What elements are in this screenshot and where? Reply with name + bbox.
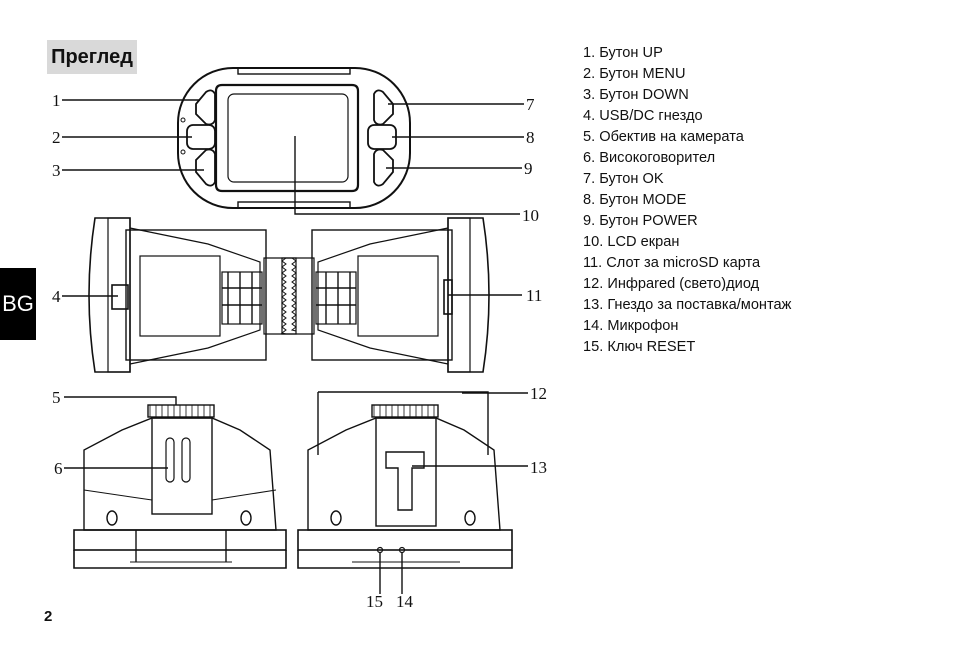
microphone <box>398 546 406 554</box>
down-button <box>195 148 216 187</box>
callout-labels: 1 2 3 4 5 6 7 8 9 10 11 12 13 14 15 <box>52 91 547 611</box>
language-tab: BG <box>0 268 36 340</box>
page-number: 2 <box>44 608 53 625</box>
power-button <box>373 148 394 187</box>
callout-9: 9 <box>524 159 533 178</box>
callout-3: 3 <box>52 161 61 180</box>
usb-port <box>111 284 129 310</box>
ok-button <box>373 89 394 126</box>
callout-12: 12 <box>530 384 547 403</box>
reset-key <box>376 546 384 554</box>
list-item: 6. Високоговорител <box>583 150 716 166</box>
microsd-slot <box>443 279 453 315</box>
callout-7: 7 <box>526 95 535 114</box>
callout-10: 10 <box>522 206 539 225</box>
list-item: 9. Бутон POWER <box>583 213 698 229</box>
side-view-left <box>62 217 297 373</box>
list-item: 12. Инфрared (свето)диод <box>583 276 760 292</box>
callout-15: 15 <box>366 592 383 611</box>
list-item: 7. Бутон OK <box>583 171 664 187</box>
front-view <box>62 67 524 215</box>
callout-1: 1 <box>52 91 61 110</box>
mount-socket <box>385 451 425 511</box>
list-item: 3. Бутон DOWN <box>583 87 689 103</box>
list-item: 8. Бутон MODE <box>583 192 687 208</box>
back-view-right <box>297 391 528 594</box>
callout-6: 6 <box>54 459 63 478</box>
side-view-right <box>280 217 522 373</box>
list-item: 1. Бутон UP <box>583 45 663 61</box>
list-item: 5. Обектив на камерата <box>583 129 744 145</box>
list-item: 2. Бутон MENU <box>583 66 686 82</box>
callout-4: 4 <box>52 287 61 306</box>
list-item: 14. Микрофон <box>583 318 679 334</box>
callout-5: 5 <box>52 388 61 407</box>
parts-list: 1. Бутон UP 2. Бутон MENU 3. Бутон DOWN … <box>583 43 791 358</box>
list-item: 11. Слот за microSD карта <box>583 255 761 271</box>
section-title: Преглед <box>47 40 137 74</box>
list-item: 10. LCD екран <box>583 234 680 250</box>
callout-11: 11 <box>526 286 542 305</box>
list-item: 4. USB/DC гнездо <box>583 108 703 124</box>
mode-button <box>367 124 397 150</box>
up-button <box>195 89 216 126</box>
callout-13: 13 <box>530 458 547 477</box>
speaker <box>165 437 175 483</box>
callout-14: 14 <box>396 592 414 611</box>
list-item: 13. Гнездо за поставка/монтаж <box>583 297 792 313</box>
callout-2: 2 <box>52 128 61 147</box>
back-view-left <box>64 396 287 569</box>
callout-8: 8 <box>526 128 535 147</box>
list-item: 15. Ключ RESET <box>583 339 696 355</box>
